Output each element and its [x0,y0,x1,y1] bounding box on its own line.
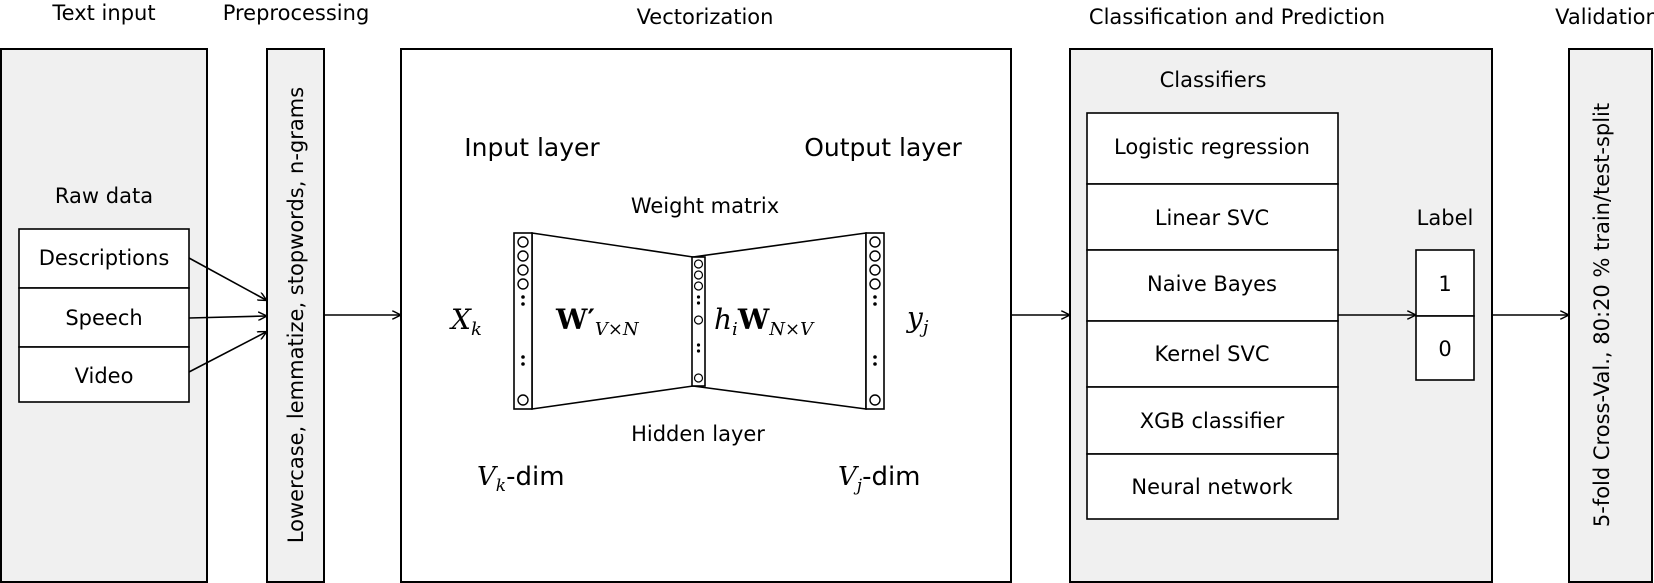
w-out-subscript: N×V [768,319,815,340]
output-layer-column [865,232,885,410]
w-in-subscript: V×N [595,319,640,340]
input-layer-column [513,232,533,410]
arrow-descriptions-to-preprocessing [188,257,266,300]
label-value-0: 0 [1438,337,1451,361]
input-layer-nodes [517,236,529,406]
weight-matrix-label: Weight matrix [631,194,779,218]
h-symbol: h [714,303,732,336]
validation-text: 5-fold Cross-Val., 80:20 % train/test-sp… [1590,103,1614,527]
classifier-kernel-svc: Kernel SVC [1154,342,1269,366]
classifier-box [1086,112,1339,185]
arrow-video-to-preprocessing [188,332,266,373]
w-in-symbol: W′ [555,303,595,336]
raw-data-list: Descriptions Speech Video [18,228,190,403]
label-values: 1 0 [1415,249,1475,381]
x-symbol: X [449,303,472,336]
input-layer-dots [521,295,525,366]
classifier-box [1086,183,1339,251]
classifier-neural-network: Neural network [1131,475,1293,499]
classifier-box [1086,453,1339,520]
hidden-layer-label: Hidden layer [631,422,765,446]
w-out-symbol: W [737,303,770,336]
vk-suffix: -dim [506,462,564,492]
label-value-box [1415,249,1475,317]
stage-title-classification: Classification and Prediction [1089,5,1385,29]
raw-data-item-box [18,228,190,289]
y-j-symbol: yj [905,301,929,338]
preprocessing-panel [266,48,325,583]
stage-title-vectorization: Vectorization [637,5,774,29]
hidden-layer-nodes [693,259,704,383]
raw-data-item-descriptions: Descriptions [39,246,170,270]
y-symbol: y [905,301,924,334]
classifier-list: Logistic regression Linear SVC Naive Bay… [1086,112,1339,520]
raw-data-title: Raw data [55,184,153,208]
classifier-naive-bayes: Naive Bayes [1147,272,1277,296]
vk-dim-label: Vk-dim [477,462,565,496]
raw-data-item-video: Video [75,364,134,388]
stage-title-validation: Validation [1555,5,1654,29]
raw-data-item-speech: Speech [65,306,142,330]
vk-symbol: V [477,462,498,492]
classifier-box [1086,320,1339,388]
raw-data-item-box [18,346,190,403]
classifier-xgb: XGB classifier [1140,409,1285,433]
raw-data-item-box [18,287,190,348]
stage-title-preprocessing: Preprocessing [223,1,370,25]
vk-subscript: k [496,476,506,496]
output-layer-label: Output layer [804,133,962,162]
h-subscript: i [732,319,738,340]
classifiers-title: Classifiers [1160,68,1267,92]
label-title: Label [1417,206,1474,230]
x-k-symbol: Xk [449,303,482,340]
classifier-logistic-regression: Logistic regression [1114,135,1310,159]
label-value-1: 1 [1438,272,1451,296]
x-subscript: k [471,319,482,340]
output-layer-nodes [869,236,881,406]
h-w-matrix-symbol: hiWN×V [714,303,815,340]
classifier-box [1086,386,1339,455]
y-subscript: j [919,317,929,338]
stage-title-text-input: Text input [51,1,155,25]
output-layer-dots [873,295,877,366]
classifier-box [1086,249,1339,322]
vj-subscript: j [853,476,863,496]
w-prime-matrix-symbol: W′V×N [555,303,640,340]
validation-panel [1568,48,1653,583]
arrow-speech-to-preprocessing [188,316,266,318]
input-layer-label: Input layer [464,133,600,162]
preprocessing-steps: Lowercase, lemmatize, stopwords, n-grams [284,87,308,543]
hidden-layer-dots [696,295,701,353]
vj-suffix: -dim [862,462,920,492]
vj-symbol: V [838,462,859,492]
label-value-box [1415,315,1475,381]
neural-network-graphic [513,232,885,410]
classifier-linear-svc: Linear SVC [1155,206,1269,230]
vj-dim-label: Vj-dim [838,462,921,496]
